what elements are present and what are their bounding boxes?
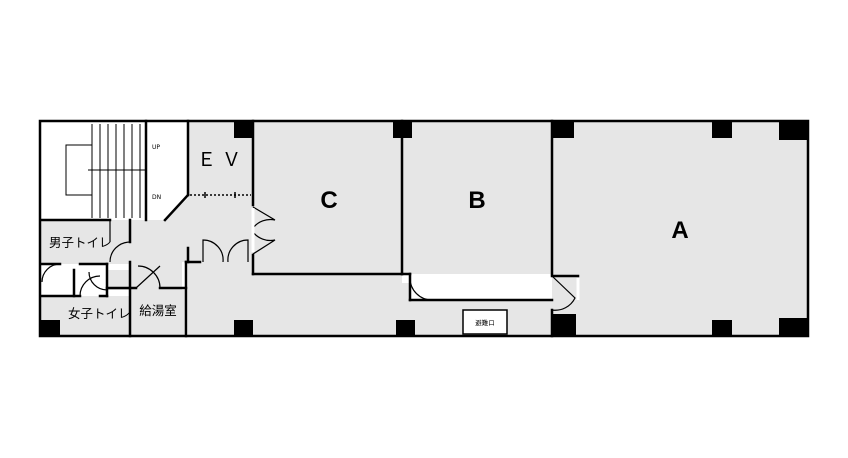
- womens-toilet-label: 女子トイレ: [68, 306, 131, 321]
- evacuation-hatch-box: [462, 309, 508, 335]
- door-corridor-left: [202, 239, 224, 263]
- room-c-fill: [253, 122, 402, 274]
- mens-toilet-fill: [41, 220, 130, 264]
- door-corridor-right: [227, 239, 249, 263]
- room-a-fill: [552, 122, 808, 336]
- door-c-lower: [252, 231, 276, 255]
- door-a: [551, 275, 576, 311]
- door-mens: [109, 220, 131, 263]
- door-swings: [41, 206, 576, 311]
- column: [779, 122, 808, 140]
- stair-area: [41, 122, 146, 220]
- opening-gaps: [251, 208, 580, 300]
- column: [712, 122, 732, 138]
- stair-up-label: UP: [152, 144, 160, 151]
- column: [234, 122, 253, 138]
- column: [234, 320, 253, 336]
- room-c-label: C: [320, 187, 337, 214]
- columns: [41, 122, 808, 336]
- door-c-upper: [252, 206, 276, 229]
- door-toilet-inner: [88, 271, 108, 291]
- stair-dn-label: DN: [152, 194, 161, 201]
- room-b-fill: [402, 122, 552, 274]
- door-mens-stall: [41, 263, 61, 283]
- column: [712, 320, 732, 336]
- column: [393, 122, 412, 138]
- door-womens: [79, 275, 101, 297]
- stair-treads: [65, 124, 146, 218]
- outer-wall: [38, 119, 810, 338]
- ev-door: [190, 192, 251, 198]
- column: [396, 320, 415, 336]
- door-kitchenette: [135, 265, 161, 289]
- kitchenette-fill: [130, 290, 186, 336]
- room-b-label: B: [468, 187, 485, 214]
- evacuation-hatch-label: 避難口: [475, 318, 495, 327]
- column: [552, 314, 576, 336]
- room-a-label: A: [671, 217, 688, 244]
- column: [779, 318, 808, 336]
- kitchenette-label: 給湯室: [139, 303, 177, 318]
- ev-label: ＥＶ: [197, 150, 247, 171]
- column: [552, 122, 574, 138]
- mens-toilet-label: 男子トイレ: [49, 235, 112, 250]
- door-b: [409, 277, 433, 301]
- column: [41, 320, 60, 336]
